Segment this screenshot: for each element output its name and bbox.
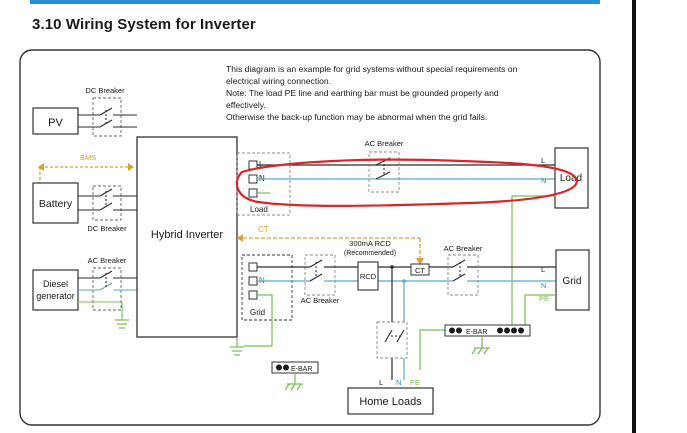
note-line-5: Otherwise the back-up function may be ab…: [226, 112, 487, 122]
ac-breaker-load: [368, 151, 400, 193]
home-loads-PE: PE: [410, 378, 420, 387]
ct-signal-label: CT: [258, 225, 269, 234]
grid-line-PE: PE: [539, 294, 549, 303]
hybrid-inverter-label: Hybrid Inverter: [151, 229, 223, 241]
home-loads-label: Home Loads: [359, 396, 422, 408]
ac-breaker-grid-label: AC Breaker: [444, 244, 483, 253]
load-line-N: N: [541, 176, 546, 185]
home-loads-box: [347, 387, 434, 415]
note-line-2: electrical wiring connection.: [226, 76, 331, 86]
rcd-label-2: (Recommended): [344, 250, 396, 257]
grid-label: Grid: [563, 276, 582, 287]
home-loads-L: L: [379, 378, 383, 387]
dc-breaker-top-label: DC Breaker: [85, 86, 125, 95]
ebar-right-label: E-BAR: [466, 329, 487, 336]
ac-breaker-grid-port: [304, 254, 336, 296]
rcd-label-1: 300mA RCD: [349, 239, 391, 248]
top-accent-rule: [30, 0, 600, 4]
ac-breaker-load-label: AC Breaker: [365, 139, 404, 148]
diesel-label-2: generator: [36, 291, 75, 301]
grid-port-label: Grid: [250, 308, 265, 317]
pv-label: PV: [48, 117, 63, 129]
grid-line-N: N: [541, 281, 546, 290]
ct-box-text: CT: [415, 266, 425, 275]
dc-breaker-top: [92, 97, 122, 137]
note-line-4: effectively.: [226, 100, 266, 110]
dc-breaker-bottom-label: DC Breaker: [87, 224, 127, 233]
diagram-frame: [19, 49, 601, 426]
home-loads-breaker: [376, 321, 408, 359]
battery-box: [32, 182, 79, 224]
load-line-L: L: [541, 156, 545, 165]
rcd-box: [357, 261, 379, 291]
ebar-right: E-BAR: [444, 324, 531, 337]
ground-symbol-ebar-right: [471, 347, 490, 355]
grid-line-L: L: [541, 265, 545, 274]
bms-label: BMS: [80, 153, 96, 162]
diesel-label-1: Diesel: [43, 279, 68, 289]
ct-box: [410, 263, 430, 276]
ac-breaker-grid: [447, 254, 479, 296]
ground-symbol-inverter: [230, 346, 244, 356]
note-line-3: Note: The load PE line and earthing bar …: [226, 88, 499, 98]
note-line-1: This diagram is an example for grid syst…: [226, 64, 518, 74]
grid-box: [555, 249, 590, 311]
load-port-group: [236, 152, 291, 216]
right-pane: [636, 0, 687, 433]
section-title: 3.10 Wiring System for Inverter: [32, 16, 256, 33]
pv-box: [32, 107, 79, 135]
ground-symbol-ebar-left: [284, 383, 303, 391]
ac-breaker-diesel-label: AC Breaker: [88, 256, 127, 265]
diagram-notes: This diagram is an example for grid syst…: [226, 64, 518, 122]
load-box: [554, 147, 589, 209]
load-port-label: Load: [250, 205, 268, 214]
dc-breaker-bottom: [92, 185, 122, 221]
ebar-left-label: E-BAR: [291, 366, 312, 373]
load-label: Load: [560, 173, 582, 184]
ac-breaker-grid-port-label: AC Breaker: [301, 296, 340, 305]
home-loads-N: N: [396, 378, 401, 387]
grid-port-group: [241, 254, 293, 321]
ground-symbol-diesel: [115, 319, 129, 329]
battery-label: Battery: [39, 198, 73, 210]
rcd-text: RCD: [360, 272, 377, 281]
highlight-ellipse: [235, 158, 578, 207]
ebar-left: E-BAR: [271, 361, 319, 374]
diesel-generator-box: [32, 269, 79, 311]
hybrid-inverter-box: [136, 136, 238, 338]
